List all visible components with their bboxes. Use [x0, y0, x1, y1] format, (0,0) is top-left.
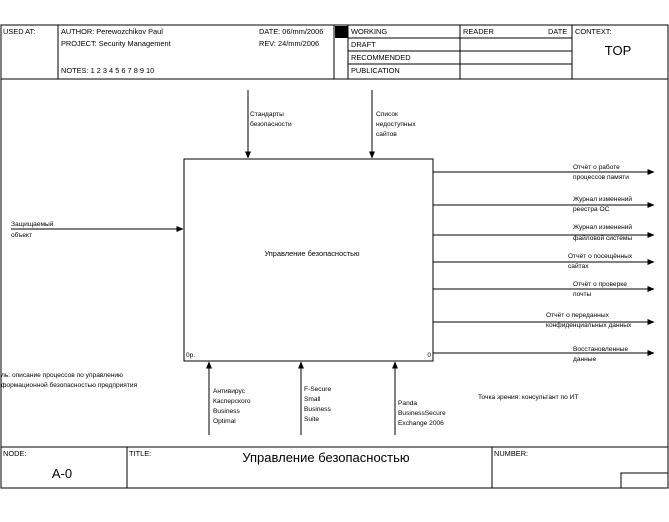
context-label: CONTEXT:: [575, 27, 612, 36]
mechanism-label: Panda BusinessSecure Exchange 2006: [398, 400, 448, 427]
rev-field: REV: 24/mm/2006: [259, 39, 319, 48]
node-value: А-0: [52, 466, 72, 481]
context-value: TOP: [605, 43, 632, 58]
mechanism-label: Антивирус Касперского Business Optimal: [213, 388, 252, 425]
date-field: DATE: 06/mm/2006: [259, 27, 323, 36]
current-status-marker: [335, 26, 348, 38]
control-label: Список недоступных сайтов: [376, 111, 417, 138]
activity-cost: 0р.: [186, 352, 195, 359]
mechanism-label: F-Secure Small Business Suite: [304, 386, 333, 423]
used-at-label: USED AT:: [3, 27, 35, 36]
output-label: Отчёт о посещённых сайтах: [568, 253, 634, 270]
viewpoint-note: Точка зрения: консультант по ИТ: [478, 394, 578, 401]
project-field: PROJECT: Security Management: [61, 39, 171, 48]
output-label: Отчёт о переданных конфиденциальных данн…: [546, 312, 632, 329]
node-label: NODE:: [3, 449, 26, 458]
output-label: Журнал изменений реестра ОС: [573, 195, 634, 213]
status-working: WORKING: [351, 27, 387, 36]
number-label: NUMBER:: [494, 449, 528, 458]
title-label: TITLE:: [129, 449, 151, 458]
input-label: Защищаемый объект: [11, 220, 55, 239]
purpose-note: ль: описание процессов по управлению фор…: [1, 372, 138, 389]
output-label: Отчёт о проверке почты: [573, 281, 629, 298]
footer-frame: [0, 446, 669, 489]
status-publication: PUBLICATION: [351, 66, 400, 75]
output-label: Отчёт о работе процессов памяти: [573, 163, 629, 181]
output-label: Восстановленные данные: [573, 346, 630, 363]
reader-date-label: DATE: [548, 27, 567, 36]
activity-name: Управление безопасностью: [264, 249, 360, 258]
output-label: Журнал изменений файловой системы: [573, 223, 634, 242]
activity-number: 0: [427, 352, 431, 359]
status-draft: DRAFT: [351, 40, 376, 49]
author-field: AUTHOR: Perewozchikov Paul: [61, 27, 163, 36]
notes-field: NOTES: 1 2 3 4 5 6 7 8 9 10: [61, 66, 154, 75]
diagram-title: Управление безопасностью: [242, 450, 410, 465]
status-recommended: RECOMMENDED: [351, 53, 411, 62]
activity-box[interactable]: [183, 158, 434, 362]
reader-label: READER: [463, 27, 494, 36]
control-label: Стандарты безопасности: [250, 111, 292, 128]
